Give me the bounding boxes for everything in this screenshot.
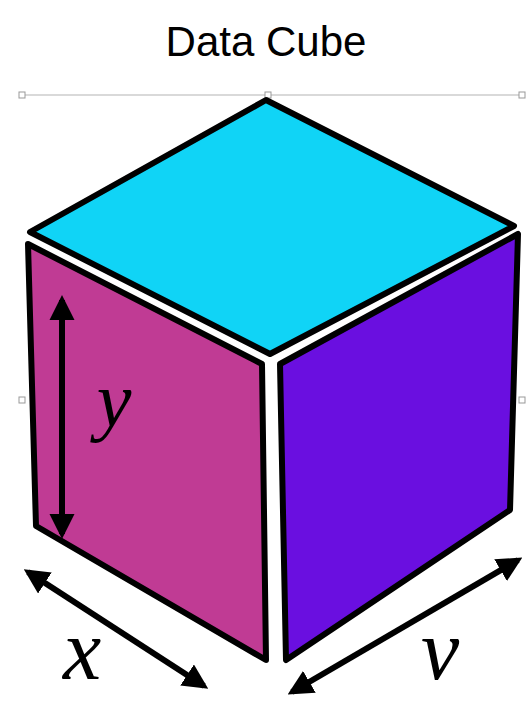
handle: [519, 397, 525, 403]
frame-line: [22, 94, 525, 96]
title: Data Cube: [166, 21, 367, 63]
right-face: [280, 234, 518, 660]
nu-axis-arrow: [292, 560, 518, 692]
axis-label: x: [63, 607, 101, 693]
handle: [19, 397, 25, 403]
axis-label: ν: [421, 607, 459, 693]
handle: [19, 92, 25, 98]
handle: [519, 92, 525, 98]
y-axis-arrow: [59, 300, 65, 534]
x-axis-arrow: [28, 572, 204, 686]
axis-label: y: [97, 361, 132, 439]
